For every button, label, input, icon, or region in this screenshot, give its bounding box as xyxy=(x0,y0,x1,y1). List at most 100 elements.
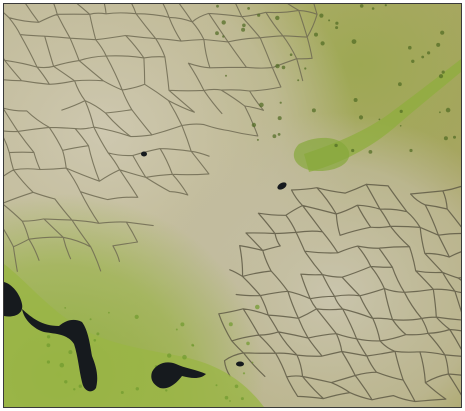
shrub-dot xyxy=(224,395,229,400)
shrub-dot xyxy=(277,116,282,121)
shrub-dot xyxy=(242,23,246,28)
shrub-dot xyxy=(225,74,227,77)
shrub-dot xyxy=(351,148,355,153)
shrub-speckles xyxy=(46,4,456,402)
shrub-dot xyxy=(427,51,431,55)
shrub-dot xyxy=(182,354,187,360)
aerial-photo-frame xyxy=(3,3,462,408)
shrub-dot xyxy=(275,63,280,69)
water-pool-small xyxy=(236,361,244,367)
shrub-dot xyxy=(215,384,218,387)
shrub-dot xyxy=(398,82,402,87)
shrub-dot xyxy=(215,31,219,36)
shrub-dot xyxy=(378,118,381,121)
shrub-dot xyxy=(108,311,110,314)
dark-hole-2 xyxy=(141,151,147,157)
shrub-dot xyxy=(256,138,259,141)
shrub-dot xyxy=(440,30,445,35)
shrub-dot xyxy=(445,107,451,113)
shrub-dot xyxy=(257,13,261,17)
shrub-dot xyxy=(320,41,325,46)
shrub-dot xyxy=(259,102,264,108)
shrub-dot xyxy=(229,400,231,402)
shrub-dot xyxy=(384,4,387,7)
shrub-dot xyxy=(353,98,358,102)
shrub-dot xyxy=(120,391,124,394)
shrub-dot xyxy=(78,384,83,388)
shrub-dot xyxy=(175,328,178,331)
shrub-dot xyxy=(453,135,456,139)
shrub-dot xyxy=(368,150,373,154)
shrub-dot xyxy=(167,353,172,358)
shrub-dot xyxy=(180,322,185,327)
shrub-dot xyxy=(246,341,250,346)
shrub-dot xyxy=(221,20,226,25)
shrub-dot xyxy=(314,32,318,37)
water-pool-left xyxy=(4,282,23,317)
shrub-dot xyxy=(358,115,364,120)
shrub-dot xyxy=(289,53,293,56)
shrub-dot xyxy=(411,59,415,63)
shrub-dot xyxy=(279,101,282,104)
shrub-dot xyxy=(399,109,403,113)
shrub-dot xyxy=(311,108,316,113)
shrub-dot xyxy=(93,339,97,342)
shrub-dot xyxy=(304,67,307,70)
shrub-dot xyxy=(64,307,67,309)
shrub-dot xyxy=(277,133,281,136)
shrub-dot xyxy=(134,314,139,319)
shrub-dot xyxy=(46,343,51,348)
water-channel xyxy=(22,309,98,392)
dark-hole-1 xyxy=(277,182,287,190)
shrub-dot xyxy=(222,35,225,38)
shrub-dot xyxy=(255,304,260,310)
aerial-photo xyxy=(4,4,461,407)
shrub-dot xyxy=(275,15,280,21)
shrub-dot xyxy=(241,27,246,32)
shrub-dot xyxy=(216,4,219,8)
shrub-dot xyxy=(281,65,286,70)
shrub-dot xyxy=(335,21,339,25)
shrub-dot xyxy=(73,388,76,391)
shrub-dot xyxy=(228,322,233,327)
shrub-dot xyxy=(439,111,441,114)
water-pools xyxy=(4,151,287,392)
shrub-dot xyxy=(96,332,100,336)
shrub-dot xyxy=(272,134,277,139)
crack-lines xyxy=(218,183,461,403)
shrub-dot xyxy=(438,74,444,79)
shrub-dot xyxy=(64,380,68,384)
moss-patch-center xyxy=(293,137,350,172)
shrub-dot xyxy=(421,55,425,59)
shrub-dot xyxy=(68,350,73,355)
shrub-dot xyxy=(371,7,375,10)
polygon-cracks-upper-left xyxy=(4,4,318,272)
shrub-dot xyxy=(251,361,254,364)
shrub-dot xyxy=(409,148,413,153)
shrub-dot xyxy=(319,13,324,18)
shrub-dot xyxy=(191,343,194,347)
shrub-dot xyxy=(408,45,412,50)
shrub-dot xyxy=(441,70,445,74)
shrub-dot xyxy=(328,19,331,22)
shrub-dot xyxy=(247,7,251,10)
shrub-dot xyxy=(135,387,139,391)
shrub-dot xyxy=(297,79,300,82)
shrub-dot xyxy=(334,143,338,148)
shrub-dot xyxy=(234,384,239,389)
water-pool-center xyxy=(151,362,206,389)
shrub-dot xyxy=(242,372,246,375)
shrub-dot xyxy=(251,122,257,128)
shrub-dot xyxy=(46,335,51,339)
shrub-dot xyxy=(399,125,402,127)
shrub-dot xyxy=(165,389,168,392)
shrub-dot xyxy=(443,136,448,141)
shrub-dot xyxy=(351,39,357,44)
shrub-dot xyxy=(240,397,244,401)
shrub-dot xyxy=(46,360,51,364)
polygon-cracks-lower-right xyxy=(218,183,461,403)
shrub-dot xyxy=(89,318,92,321)
green-shore-band xyxy=(4,264,264,407)
shrub-dot xyxy=(436,42,441,47)
shrub-dot xyxy=(335,26,339,30)
